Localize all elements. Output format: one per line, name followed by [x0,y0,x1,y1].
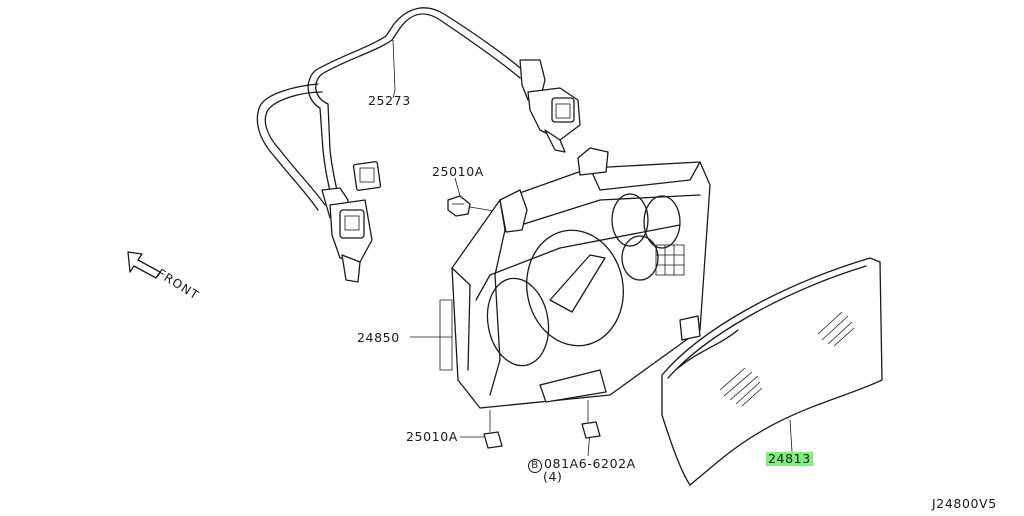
screw-bottom [483,410,503,449]
label-lens-part: 24813 [766,451,813,466]
bolt-prefix-symbol: B [528,459,542,473]
label-screw-top: 25010A [432,164,484,179]
diagram-id: J24800V5 [932,496,997,511]
label-bolt-part: 081A6-6202A [544,456,636,471]
cluster-lens [661,257,883,486]
label-screw-bottom: 25010A [406,429,458,444]
bolt [581,400,601,439]
meter-cluster [439,147,711,409]
screw-top [447,195,501,217]
label-cluster-part: 24850 [357,330,400,345]
label-harness-part: 25273 [368,93,411,108]
wire-harness [256,7,581,283]
front-arrow [127,251,161,279]
label-bolt-qty: (4) [543,469,563,484]
